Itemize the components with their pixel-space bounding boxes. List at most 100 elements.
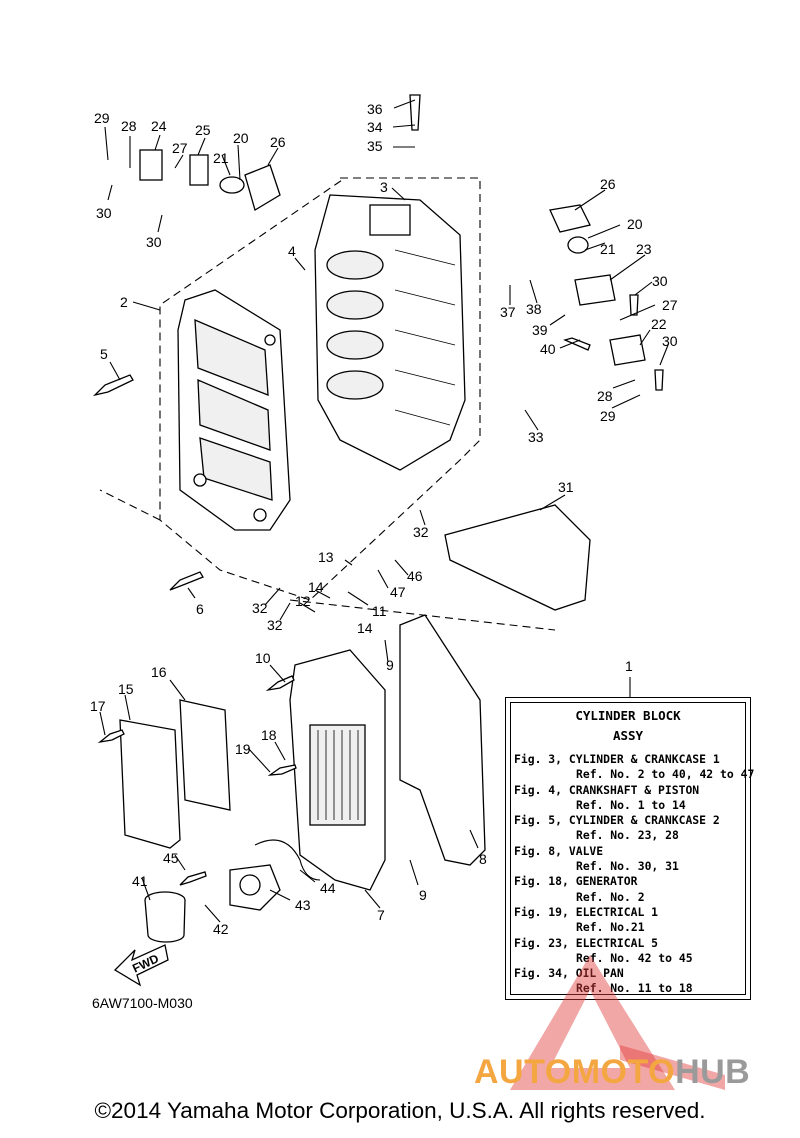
gasket-8 — [399, 614, 486, 866]
ref-fig: Fig. 34, OIL PAN — [514, 966, 624, 981]
callout-41: 41 — [132, 873, 148, 889]
hose-44 — [254, 839, 321, 881]
callout-31: 31 — [558, 479, 574, 495]
ref-no: Ref. No. 42 to 45 — [576, 950, 693, 965]
callout-20a: 20 — [233, 130, 249, 146]
thermostat-group-left — [139, 149, 281, 211]
callout-12: 12 — [295, 593, 311, 609]
callout-21b: 21 — [600, 241, 616, 257]
fwd-label: FWD — [130, 951, 161, 975]
callout-22: 22 — [651, 316, 667, 332]
callout-20b: 20 — [627, 216, 643, 232]
callout-34: 34 — [367, 119, 383, 135]
callout-14b: 14 — [357, 620, 373, 636]
callout-29a: 29 — [94, 110, 110, 126]
crankcase-part — [289, 649, 386, 891]
ref-no: Ref. No. 2 to 40, 42 to 47 — [576, 767, 755, 782]
ref-no: Ref. No. 23, 28 — [576, 828, 679, 843]
ref-fig: Fig. 18, GENERATOR — [514, 874, 638, 889]
callout-27a: 27 — [172, 140, 188, 156]
callout-35: 35 — [367, 138, 383, 154]
callout-23: 23 — [636, 241, 652, 257]
callout-19: 19 — [235, 741, 251, 757]
ref-no: Ref. No. 11 to 18 — [576, 981, 693, 996]
ref-no: Ref. No. 1 to 14 — [576, 797, 686, 812]
callout-28a: 28 — [121, 118, 137, 134]
callout-47: 47 — [390, 584, 406, 600]
callout-45: 45 — [163, 850, 179, 866]
fwd-arrow-icon: FWD — [113, 944, 169, 987]
assembly-reference-box: CYLINDER BLOCK ASSY Fig. 3, CYLINDER & C… — [505, 697, 755, 1000]
watermark-triangle-arm-icon — [620, 1045, 725, 1090]
callout-3: 3 — [380, 179, 388, 195]
cover-15 — [119, 719, 181, 849]
assy-ref-list: Fig. 3, CYLINDER & CRANKCASE 1 Ref. No. … — [514, 752, 755, 997]
callout-8: 8 — [479, 851, 487, 867]
gasket-31 — [444, 504, 591, 611]
watermark-triangle-icon — [510, 955, 675, 1090]
callout-46: 46 — [407, 568, 423, 584]
callout-21a: 21 — [213, 150, 229, 166]
cylinder-head-part — [177, 289, 291, 531]
assembly-outline-upper — [159, 177, 481, 601]
watermark-logo-icon — [510, 955, 725, 1090]
callout-18: 18 — [261, 727, 277, 743]
callout-28b: 28 — [597, 388, 613, 404]
callout-26a: 26 — [270, 134, 286, 150]
callout-30a: 30 — [96, 205, 112, 221]
callout-40: 40 — [540, 341, 556, 357]
callout-7: 7 — [377, 907, 385, 923]
callout-13: 13 — [318, 549, 334, 565]
callout-9b: 9 — [419, 887, 427, 903]
pump-43 — [229, 864, 281, 911]
ref-fig: Fig. 23, ELECTRICAL 5 — [514, 935, 659, 950]
callout-30d: 30 — [662, 333, 678, 349]
cylinder-block-part — [314, 194, 466, 471]
ref-fig: Fig. 19, ELECTRICAL 1 — [514, 904, 659, 919]
watermark-brand-part2: HUB — [675, 1053, 751, 1091]
callout-25: 25 — [195, 122, 211, 138]
callout-42: 42 — [213, 921, 229, 937]
callout-17: 17 — [90, 698, 106, 714]
ref-fig: Fig. 8, VALVE — [514, 843, 604, 858]
callout-39: 39 — [532, 322, 548, 338]
callout-numbers: 1 2 3 4 5 6 7 8 9 9 10 11 12 13 14 14 15… — [90, 101, 678, 937]
callout-11: 11 — [372, 603, 387, 619]
callout-32c: 32 — [267, 617, 283, 633]
callout-26b: 26 — [600, 176, 616, 192]
ref-no: Ref. No.21 — [576, 920, 645, 935]
callout-1: 1 — [625, 658, 633, 674]
assy-title-line2: ASSY — [612, 728, 644, 743]
assembly-reference-inner-frame — [510, 702, 746, 995]
callout-2: 2 — [120, 294, 128, 310]
callout-14a: 14 — [308, 579, 324, 595]
callout-10: 10 — [255, 650, 271, 666]
ref-fig: Fig. 5, CYLINDER & CRANKCASE 2 — [514, 813, 720, 828]
assembly-outline-lower — [99, 489, 556, 631]
callout-32b: 32 — [252, 600, 268, 616]
watermark-brand-part1: AUTOMOTO — [474, 1053, 676, 1091]
callout-16: 16 — [151, 664, 167, 680]
callout-27b: 27 — [662, 297, 678, 313]
ref-no: Ref. No. 30, 31 — [576, 859, 679, 874]
ref-fig: Fig. 3, CYLINDER & CRANKCASE 1 — [514, 752, 720, 766]
thermostat-group-right — [549, 204, 646, 366]
callout-24: 24 — [151, 118, 167, 134]
callout-43: 43 — [295, 897, 311, 913]
callout-30c: 30 — [652, 273, 668, 289]
ref-no: Ref. No. 2 — [576, 889, 645, 904]
oil-filter-41 — [144, 891, 186, 943]
callout-9a: 9 — [386, 657, 394, 673]
callout-38: 38 — [526, 301, 542, 317]
callout-6: 6 — [196, 601, 204, 617]
callout-4: 4 — [288, 243, 296, 259]
assy-title-line1: CYLINDER BLOCK — [575, 708, 681, 723]
ref-fig: Fig. 4, CRANKSHAFT & PISTON — [514, 782, 700, 797]
gasket-16 — [179, 699, 231, 811]
copyright-notice: ©2014 Yamaha Motor Corporation, U.S.A. A… — [94, 1098, 706, 1123]
bolts — [92, 94, 664, 886]
callout-36: 36 — [367, 101, 383, 117]
callout-29b: 29 — [600, 408, 616, 424]
callout-5: 5 — [100, 346, 108, 362]
